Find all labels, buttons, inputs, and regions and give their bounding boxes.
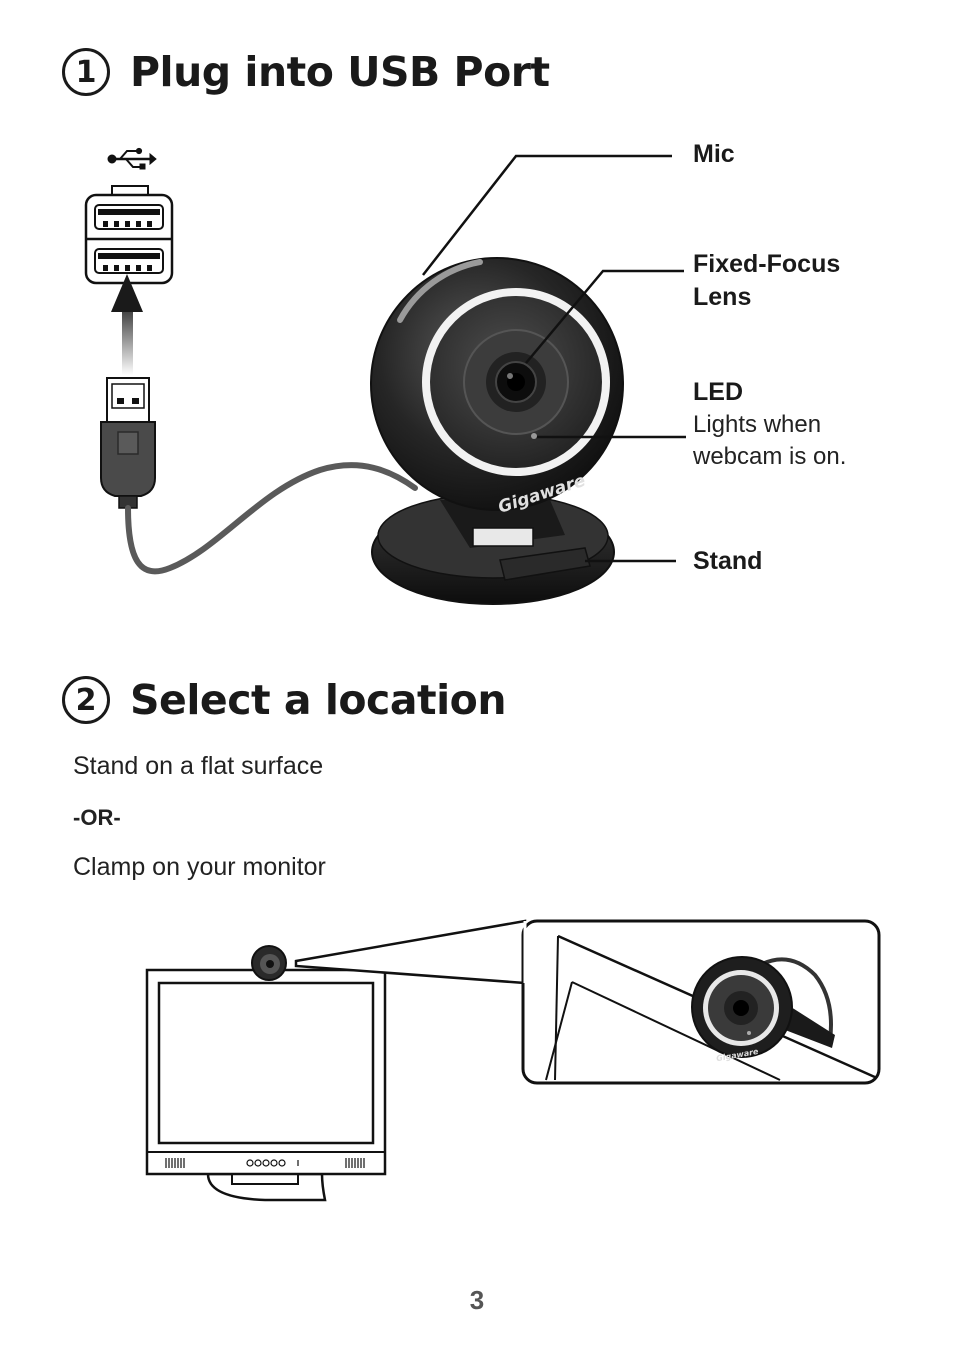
usb-port: [84, 185, 174, 285]
usb-plug: [100, 377, 156, 509]
callout-led-description: Lights when webcam is on.: [693, 411, 847, 470]
monitor: [145, 945, 387, 1202]
or-separator: -OR-: [73, 805, 121, 830]
brand-logo-small: Gigaware: [716, 1047, 760, 1063]
callout-lens: Fixed-Focus Lens: [693, 248, 873, 314]
up-arrow-icon: [111, 274, 143, 375]
step-2-heading: 2 Select a location: [62, 676, 507, 724]
callout-mic: Mic: [693, 138, 735, 171]
option-stand-text: Stand on a flat surface: [73, 752, 324, 780]
option-clamp-text: Clamp on your monitor: [73, 853, 326, 881]
clamp-detail-callout: Gigaware: [294, 919, 881, 1085]
step-2-title: Select a location: [130, 676, 507, 724]
step-1-number: 1: [62, 48, 110, 96]
usb-icon: [107, 147, 157, 170]
webcam-body: Gigaware: [370, 257, 624, 518]
callout-lens-label: Fixed-Focus Lens: [693, 250, 841, 311]
webcam-illustration: Gigaware: [84, 147, 686, 605]
callout-mic-label: Mic: [693, 140, 735, 168]
callout-stand-label: Stand: [693, 547, 763, 575]
step-1-title: Plug into USB Port: [130, 48, 550, 96]
callout-led: LED Lights when webcam is on.: [693, 376, 893, 473]
callout-led-label: LED: [693, 378, 743, 406]
webcam-stand: [371, 493, 615, 605]
step-1-heading: 1 Plug into USB Port: [62, 48, 550, 96]
usb-cable: [125, 462, 418, 575]
step-2-number: 2: [62, 676, 110, 724]
page-number: 3: [469, 1285, 485, 1315]
callout-stand: Stand: [693, 545, 762, 578]
callout-lines: [422, 154, 686, 563]
